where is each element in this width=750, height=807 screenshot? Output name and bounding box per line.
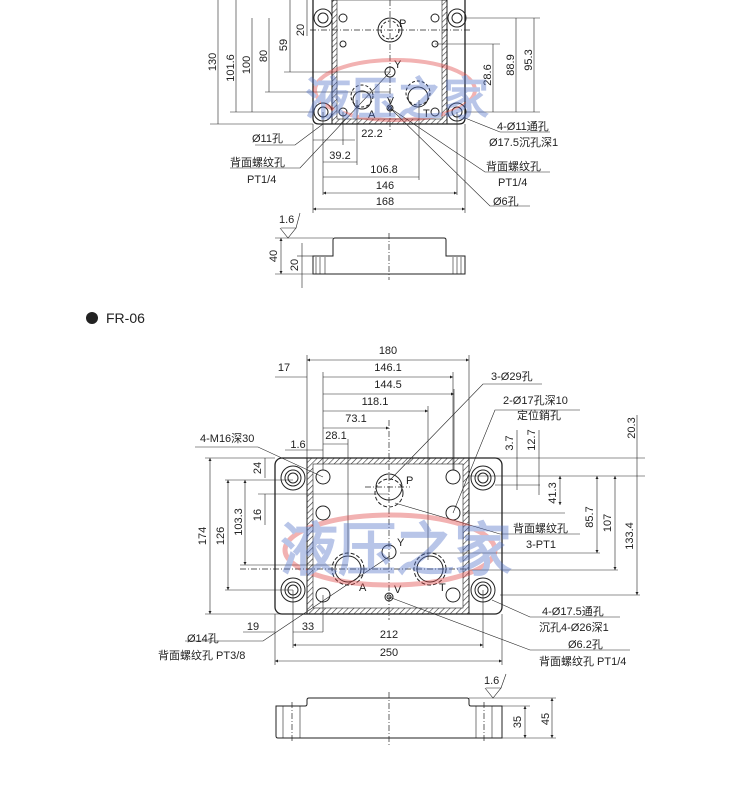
fr06-side-view: 1.6 35 45 bbox=[275, 673, 556, 745]
dim-45: 45 bbox=[540, 713, 552, 725]
callout-back-thread-pt14: 背面螺纹孔 PT1/4 bbox=[539, 654, 626, 668]
dim-1-6: 1.6 bbox=[290, 439, 305, 451]
dim-88-9: 88.9 bbox=[505, 54, 517, 75]
dim-41-3: 41.3 bbox=[547, 482, 559, 503]
fr06-plate-drawing: P Y A V T 180 146.1 144.5 118.1 73.1 28.… bbox=[158, 345, 645, 668]
dim-17: 17 bbox=[278, 362, 290, 374]
callout-d6-2-hole: Ø6.2孔 bbox=[568, 638, 603, 651]
dim-3-7: 3.7 bbox=[504, 435, 516, 450]
dim-59: 59 bbox=[278, 39, 290, 51]
callout-locating-pin-hole: 定位銷孔 bbox=[517, 408, 561, 422]
callout-pt14: PT1/4 bbox=[247, 174, 276, 186]
dim-103-3: 103.3 bbox=[233, 508, 245, 536]
callout-back-thread-pt38: 背面螺纹孔 PT3/8 bbox=[158, 648, 245, 662]
dim-180: 180 bbox=[379, 345, 397, 357]
callout-pt14-2: PT1/4 bbox=[498, 177, 527, 189]
dim-80: 80 bbox=[258, 50, 270, 62]
callout-counterbore-d26: 沉孔4-Ø26深1 bbox=[539, 621, 609, 634]
dim-250: 250 bbox=[380, 647, 398, 659]
port-v-label-fr06: V bbox=[394, 584, 402, 596]
dim-24: 24 bbox=[252, 462, 264, 474]
bullet-icon bbox=[86, 312, 98, 324]
port-v-label: V bbox=[387, 95, 394, 107]
dim-107: 107 bbox=[602, 514, 614, 532]
callout-back-thread-fr06: 背面螺纹孔 bbox=[513, 521, 568, 535]
port-a-label-fr06: A bbox=[359, 582, 367, 594]
callout-4-d17-5-through: 4-Ø17.5通孔 bbox=[542, 605, 604, 618]
small-holes bbox=[338, 13, 440, 117]
dim-101-6: 101.6 bbox=[225, 54, 237, 82]
callout-d6-hole: Ø6孔 bbox=[493, 195, 519, 208]
callout-4-d11-through: 4-Ø11通孔 bbox=[497, 120, 549, 133]
dim-22-2: 22.2 bbox=[361, 128, 382, 140]
dim-20-side: 20 bbox=[289, 259, 301, 271]
top-plate-drawing: P Y A V T 130 101.6 100 80 59 20 28.6 88… bbox=[207, 0, 558, 213]
dim-19: 19 bbox=[247, 621, 259, 633]
dim-130: 130 bbox=[207, 53, 219, 71]
dim-28-1: 28.1 bbox=[325, 430, 346, 442]
callout-4-m16: 4-M16深30 bbox=[200, 432, 254, 445]
dim-133-4: 133.4 bbox=[624, 522, 636, 550]
dim-95-3: 95.3 bbox=[523, 49, 535, 70]
callout-back-thread: 背面螺纹孔 bbox=[230, 155, 285, 169]
dim-106-8: 106.8 bbox=[370, 164, 398, 176]
port-p-label: P bbox=[399, 18, 406, 30]
callout-d17-5-counterbore: Ø17.5沉孔深1 bbox=[489, 136, 558, 149]
dim-12-7: 12.7 bbox=[526, 429, 538, 450]
dim-118-1: 118.1 bbox=[362, 396, 389, 408]
dim-146-1: 146.1 bbox=[374, 362, 402, 374]
watermark-text-top: 液压之家 bbox=[305, 72, 489, 126]
callout-d11-hole: Ø11孔 bbox=[252, 132, 283, 145]
dim-212: 212 bbox=[380, 629, 398, 641]
dim-39-2: 39.2 bbox=[329, 150, 350, 162]
port-t-label: T bbox=[423, 108, 430, 120]
dim-16: 16 bbox=[252, 509, 264, 521]
callout-d14-hole: Ø14孔 bbox=[187, 632, 219, 645]
section-heading: FR-06 bbox=[86, 310, 145, 326]
dim-174: 174 bbox=[197, 527, 209, 545]
dim-35: 35 bbox=[512, 716, 524, 728]
dim-168: 168 bbox=[376, 196, 394, 208]
dim-144-5: 144.5 bbox=[374, 379, 402, 391]
roughness-label-fr06: 1.6 bbox=[484, 675, 499, 687]
dim-85-7: 85.7 bbox=[584, 506, 596, 527]
dim-28-6: 28.6 bbox=[482, 64, 494, 85]
port-t-label-fr06: T bbox=[439, 582, 446, 594]
roughness-label: 1.6 bbox=[279, 214, 294, 226]
port-y-label: Y bbox=[394, 59, 402, 71]
callout-3-pt1: 3-PT1 bbox=[526, 539, 556, 551]
watermark-text-bottom: 液压之家 bbox=[280, 516, 512, 584]
dim-100: 100 bbox=[241, 56, 253, 74]
dim-33: 33 bbox=[302, 621, 314, 633]
port-a-label: A bbox=[368, 109, 376, 121]
top-side-view: 1.6 40 20 bbox=[268, 212, 466, 288]
dim-20: 20 bbox=[295, 24, 307, 36]
dim-146: 146 bbox=[376, 180, 394, 192]
dim-73-1: 73.1 bbox=[345, 413, 366, 425]
callout-back-thread-2: 背面螺纹孔 bbox=[486, 159, 541, 173]
callout-2-d17-hole: 2-Ø17孔深10 bbox=[503, 394, 568, 407]
dim-126: 126 bbox=[215, 527, 227, 545]
dim-40: 40 bbox=[268, 250, 280, 262]
port-p-label-fr06: P bbox=[406, 475, 413, 487]
watermark: 液压之家 液压之家 bbox=[280, 58, 512, 588]
callout-3-d29-hole: 3-Ø29孔 bbox=[491, 370, 533, 383]
dim-20-3: 20.3 bbox=[626, 417, 638, 438]
model-label: FR-06 bbox=[106, 310, 145, 326]
port-y-label-fr06: Y bbox=[397, 537, 405, 549]
